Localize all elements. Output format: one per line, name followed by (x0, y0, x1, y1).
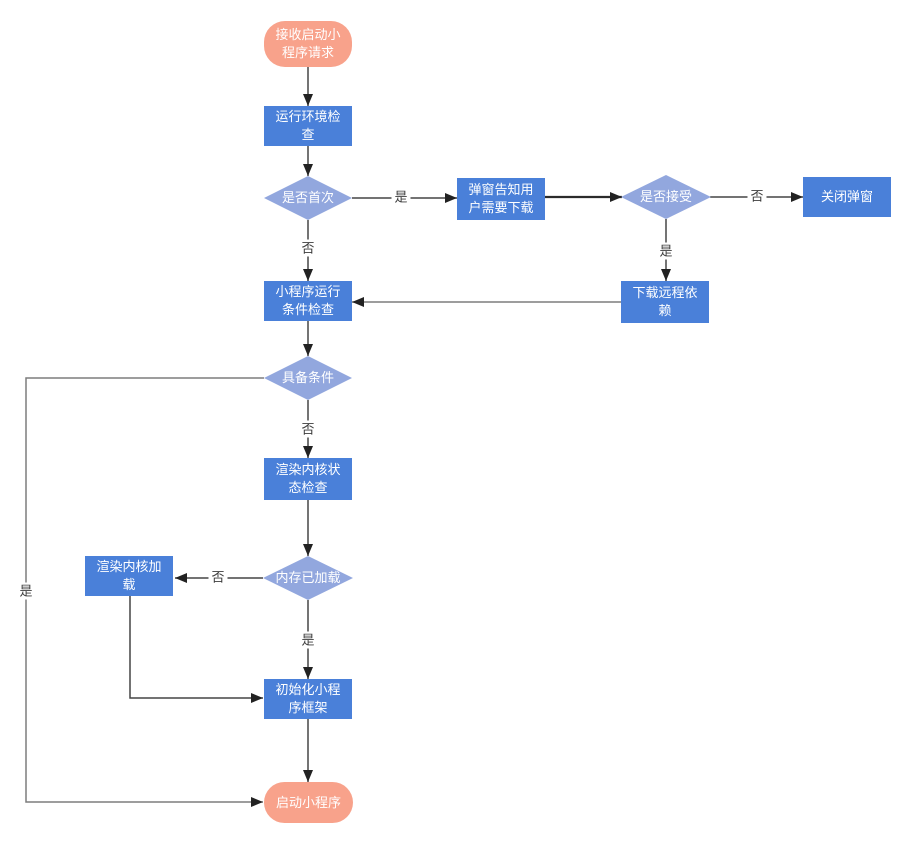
node-runtime-cond-check[interactable]: 小程序运行条件检查 (264, 281, 352, 321)
node-memory-loaded[interactable]: 内存已加载 (263, 556, 353, 600)
node-is-first-time[interactable]: 是否首次 (264, 176, 352, 220)
edge-label-first-no: 否 (298, 239, 318, 257)
node-render-state-check[interactable]: 渲染内核状态检查 (264, 458, 352, 500)
node-popup-notify[interactable]: 弹窗告知用户需要下载 (457, 178, 545, 220)
node-launch[interactable]: 启动小程序 (264, 782, 353, 823)
node-has-condition[interactable]: 具备条件 (264, 356, 352, 400)
edge-kernelload-initframework (129, 596, 263, 703)
node-is-accept[interactable]: 是否接受 (621, 175, 711, 219)
node-close-popup[interactable]: 关闭弹窗 (803, 177, 891, 217)
edge-label-memory-no: 否 (208, 568, 228, 586)
node-download-deps[interactable]: 下载远程依赖 (621, 281, 709, 323)
edge-label-accept-yes: 是 (656, 242, 676, 260)
node-start[interactable]: 接收启动小程序请求 (264, 21, 352, 67)
edge-label-memory-yes: 是 (298, 631, 318, 649)
node-env-check[interactable]: 运行环境检查 (264, 106, 352, 146)
edge-label-condition-no: 否 (298, 420, 318, 438)
edge-label-first-yes: 是 (391, 188, 411, 206)
node-render-kernel-load[interactable]: 渲染内核加载 (85, 556, 173, 596)
edge-label-accept-no: 否 (747, 187, 767, 205)
node-init-framework[interactable]: 初始化小程序框架 (264, 679, 352, 719)
edge-label-condition-yes: 是 (16, 582, 36, 600)
